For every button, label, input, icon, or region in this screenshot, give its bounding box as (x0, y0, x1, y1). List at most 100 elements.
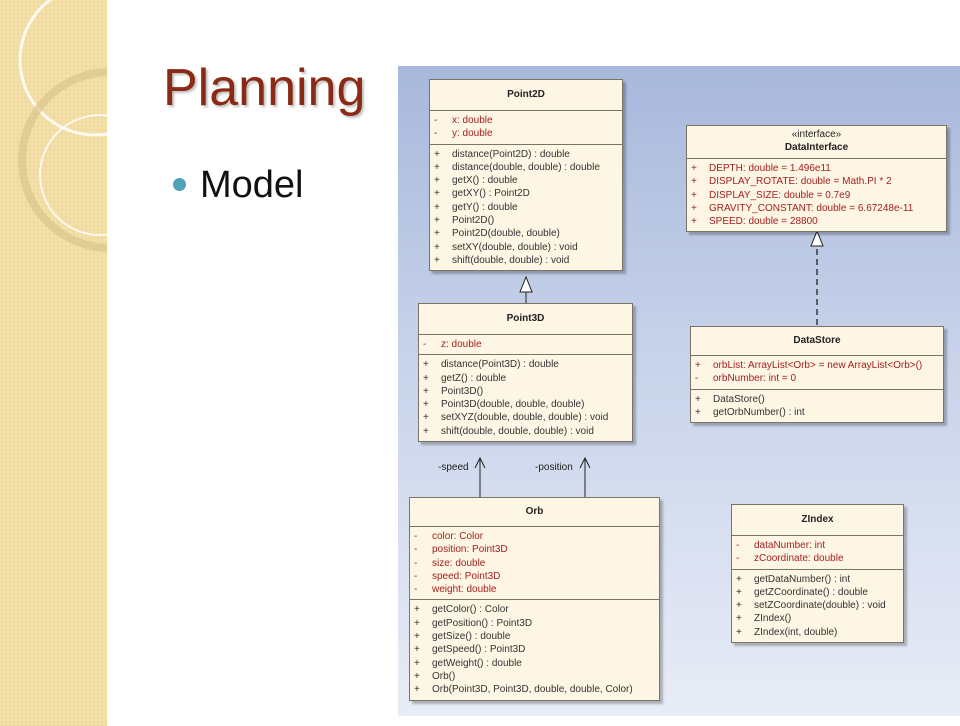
member-text: shift(double, double, double) : void (441, 425, 594, 437)
member-row: +shift(double, double) : void (430, 254, 622, 267)
visibility-marker: + (434, 215, 440, 227)
visibility-marker: + (414, 684, 420, 696)
member-row: + DISPLAY_ROTATE: double = Math.PI * 2 (687, 175, 946, 188)
class-point3d[interactable]: Point3D -z: double +distance(Point3D) : … (418, 303, 633, 443)
visibility-marker: + (414, 670, 420, 682)
visibility-marker: + (434, 241, 440, 253)
class-datainterface[interactable]: «interface» DataInterface +DEPTH: double… (686, 125, 947, 233)
class-name: ZIndex (732, 505, 903, 536)
association-arrowhead-position (579, 456, 591, 469)
class-name: Point2D (430, 80, 622, 111)
association-arrowhead-speed (474, 456, 486, 469)
member-text: DEPTH: double = 1.496e11 (709, 163, 831, 174)
realization-arrowhead-datainterface (810, 229, 824, 247)
diagram-edges (474, 229, 824, 497)
member-row: +getZCoordinate() : double (732, 586, 903, 599)
class-zindex[interactable]: ZIndex -dataNumber: int- zCoordinate: dou… (731, 504, 904, 644)
association-label-speed: -speed (438, 462, 469, 473)
member-text: distance(double, double) : double (452, 161, 600, 173)
visibility-marker: + (414, 644, 420, 656)
member-row: -z: double (419, 338, 632, 351)
operation-compartment: +getDataNumber() : int+getZCoordinate() … (732, 570, 903, 642)
member-row: +DataStore() (691, 393, 943, 406)
class-orb[interactable]: Orb -color: Color-position: Point3D-size… (409, 497, 660, 701)
visibility-marker: + (434, 201, 440, 213)
member-text: z: double (441, 339, 482, 350)
member-text: Point3D(double, double, double) (441, 399, 585, 411)
visibility-marker: + (695, 393, 701, 405)
member-text: orbNumber: int = 0 (713, 373, 797, 385)
member-text: ZIndex(int, double) (754, 626, 838, 638)
class-name: DataInterface (784, 142, 849, 153)
visibility-marker: + (423, 372, 429, 384)
member-row: -color: Color (410, 530, 659, 543)
visibility-marker: - (434, 115, 438, 126)
member-text: y: double (452, 128, 493, 140)
member-row: + getX() : double (430, 174, 622, 187)
member-text: getZCoordinate() : double (754, 586, 868, 598)
member-text: Orb() (432, 670, 456, 682)
visibility-marker: + (434, 254, 440, 266)
member-text: getSize() : double (432, 631, 511, 643)
member-row: +setXYZ(double, double, double) : void (419, 411, 632, 424)
visibility-marker: - (736, 553, 740, 565)
member-row: -x: double (430, 114, 622, 127)
visibility-marker: + (423, 412, 429, 424)
visibility-marker: + (414, 604, 420, 616)
visibility-marker: + (691, 163, 697, 174)
member-text: getWeight() : double (432, 657, 522, 669)
visibility-marker: + (695, 360, 701, 371)
member-text: DISPLAY_ROTATE: double = Math.PI * 2 (709, 176, 892, 188)
member-row: -weight: double (410, 583, 659, 596)
member-text: ZIndex() (754, 613, 792, 625)
member-row: -speed: Point3D (410, 570, 659, 583)
uml-class-diagram: -speed -position Point2D -x: double-y: d… (398, 66, 960, 716)
member-row: +getDataNumber() : int (732, 573, 903, 586)
visibility-marker: + (736, 626, 742, 638)
member-text: zCoordinate: double (754, 553, 844, 565)
member-row: +Point2D(double, double) (430, 227, 622, 240)
attribute-compartment: -z: double (419, 335, 632, 356)
member-row: +getPosition() : Point3D (410, 617, 659, 630)
visibility-marker: - (695, 373, 699, 385)
member-row: +Point2D() (430, 214, 622, 227)
visibility-marker: + (423, 359, 429, 371)
member-row: + getY() : double (430, 201, 622, 214)
member-text: setXY(double, double) : void (452, 241, 578, 253)
member-text: size: double (432, 557, 486, 569)
class-point2d[interactable]: Point2D -x: double- y: double +distance(P… (429, 79, 623, 272)
member-row: -dataNumber: int (732, 539, 903, 552)
member-row: + ZIndex(int, double) (732, 626, 903, 639)
member-row: +distance(Point2D) : double (430, 148, 622, 161)
decorative-side-panel (0, 0, 107, 726)
member-text: getY() : double (452, 201, 518, 213)
visibility-marker: + (691, 189, 697, 201)
visibility-marker: + (434, 175, 440, 187)
member-text: getColor() : Color (432, 604, 509, 616)
member-text: getXY() : Point2D (452, 188, 530, 200)
visibility-marker: + (736, 613, 742, 625)
visibility-marker: - (414, 531, 418, 542)
member-row: + Point3D(double, double, double) (419, 398, 632, 411)
member-row: -size: double (410, 557, 659, 570)
visibility-marker: - (414, 570, 418, 582)
member-text: getX() : double (452, 175, 518, 187)
class-datastore[interactable]: DataStore +orbList: ArrayList<Orb> = new… (690, 326, 944, 424)
member-text: SPEED: double = 28800 (709, 216, 818, 228)
visibility-marker: + (434, 161, 440, 173)
member-text: getSpeed() : Point3D (432, 644, 526, 656)
member-text: position: Point3D (432, 544, 508, 556)
member-row: + distance(Point3D) : double (419, 358, 632, 371)
visibility-marker: + (691, 202, 697, 214)
visibility-marker: + (423, 399, 429, 411)
member-text: GRAVITY_CONSTANT: double = 6.67248e-11 (709, 202, 914, 214)
attribute-compartment: -x: double- y: double (430, 111, 622, 145)
member-row: +Orb(Point3D, Point3D, double, double, C… (410, 683, 659, 696)
visibility-marker: + (736, 600, 742, 612)
visibility-marker: + (691, 176, 697, 188)
member-row: +shift(double, double, double) : void (419, 425, 632, 438)
visibility-marker: + (434, 188, 440, 200)
visibility-marker: + (434, 148, 440, 160)
member-text: distance(Point3D) : double (441, 359, 559, 371)
